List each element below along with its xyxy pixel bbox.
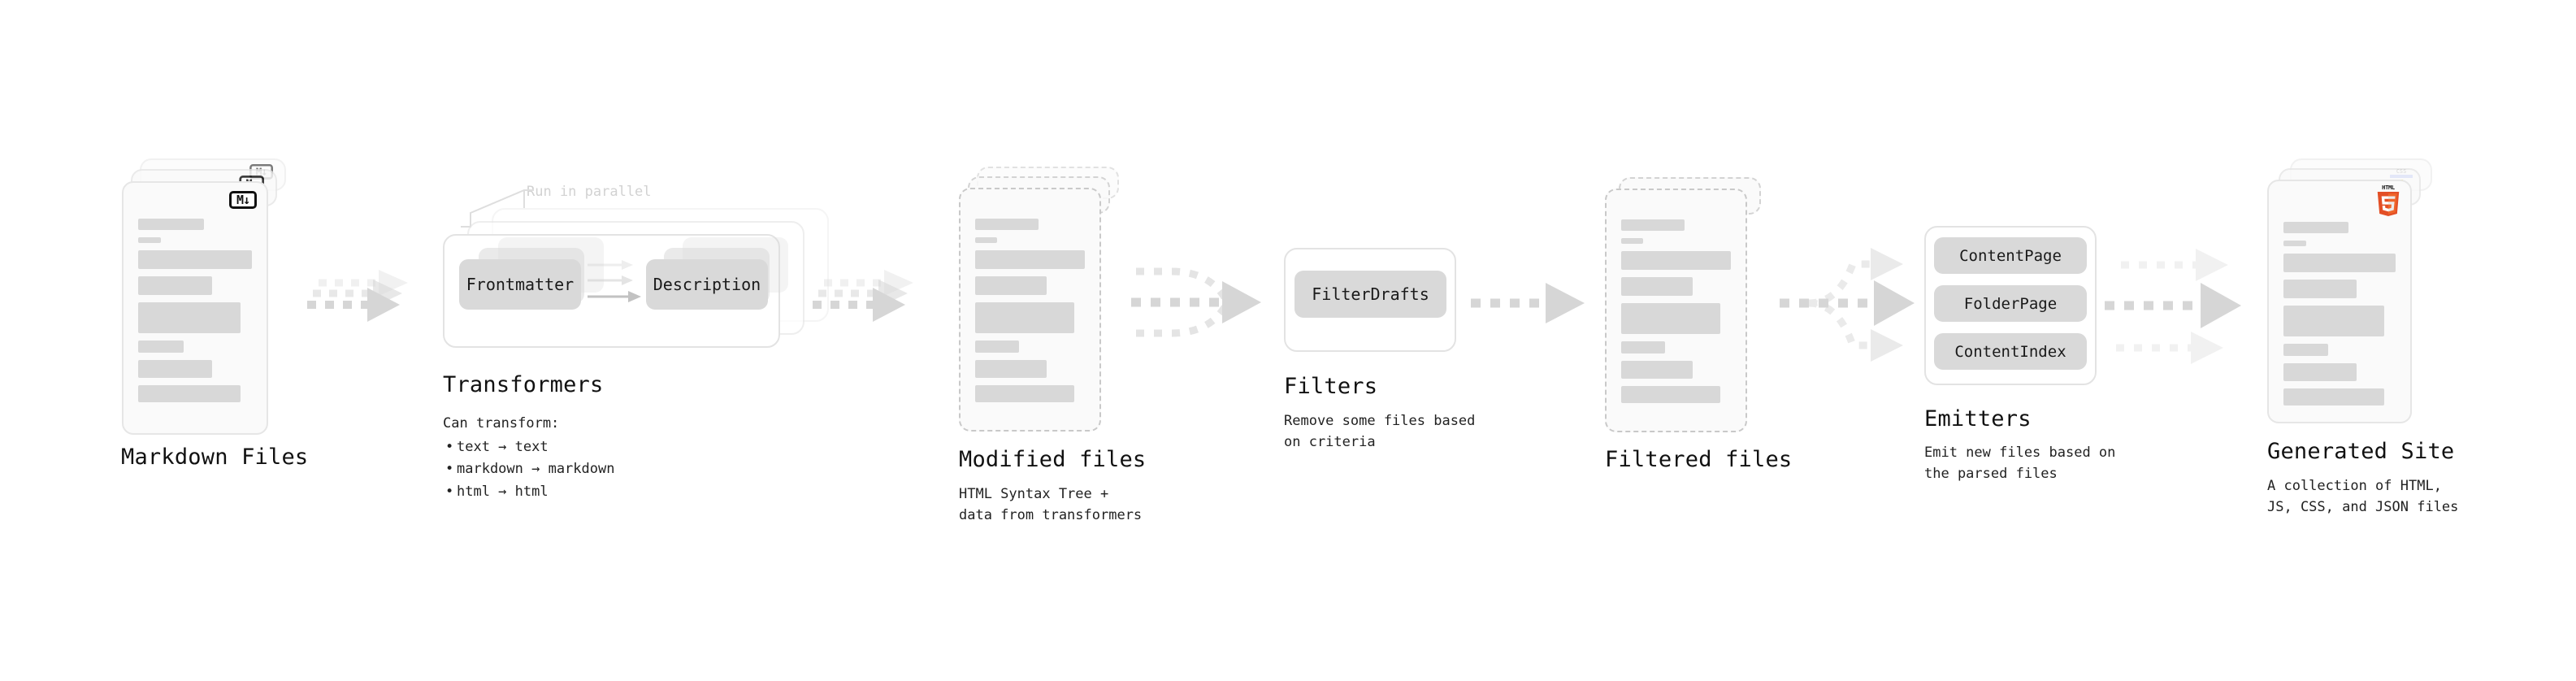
stage-title-transformers: Transformers (443, 372, 604, 397)
html5-wordmark: HTML (2382, 184, 2395, 191)
generated-doc-content (2283, 222, 2396, 413)
transformers-capability-lead: Can transform: (443, 415, 560, 432)
stage-title-markdown-files: Markdown Files (121, 445, 309, 470)
stage-emitters: ContentPage FolderPage ContentIndex Emit… (1924, 226, 2168, 486)
content-bar (2283, 388, 2385, 406)
transformer-internal-arrows (588, 260, 641, 302)
content-bar (1621, 361, 1693, 379)
html5-icon: HTML (2376, 185, 2400, 216)
modified-doc-front (959, 188, 1101, 432)
markdown-icon: M↓ (229, 191, 257, 209)
filter-chip-filterdrafts[interactable]: FilterDrafts (1295, 271, 1446, 318)
content-bar (975, 385, 1074, 402)
markdown-doc-stack: M↓ M↓ M↓ (122, 158, 309, 435)
content-bar (2283, 222, 2349, 233)
content-bar (1621, 219, 1685, 231)
markdown-doc-content (138, 219, 252, 410)
transformers-capability-list: Can transform: text → text markdown → ma… (443, 413, 614, 503)
content-bar (975, 250, 1085, 269)
emitter-chip-contentpage[interactable]: ContentPage (1934, 237, 2087, 274)
modified-doc-stack (959, 167, 1146, 435)
transformer-chip-description[interactable]: Description (646, 259, 768, 310)
content-bar (1621, 277, 1693, 296)
stage-subtitle-emitters: Emit new files based on the parsed files (1924, 445, 2116, 483)
transformer-chip-frontmatter[interactable]: Frontmatter (459, 259, 581, 310)
stage-generated-site: CSS HTML (2267, 158, 2478, 515)
content-bar (975, 237, 997, 243)
content-bar (138, 340, 184, 353)
stage-transformers: Run in parallel Frontmatter (443, 184, 865, 503)
content-bar (1621, 251, 1731, 270)
connector-transformers-to-modified (813, 270, 913, 322)
content-bar (138, 237, 161, 243)
transformers-capability-items: text → text markdown → markdown html → h… (443, 436, 615, 503)
stage-markdown-files: M↓ M↓ M↓ Markdown Files (121, 158, 309, 470)
stage-title-filtered-files: Filtered files (1605, 447, 1793, 472)
content-bar (975, 302, 1074, 333)
stage-filtered-files: Filtered files (1605, 177, 1793, 472)
generated-doc-front: HTML (2267, 180, 2412, 423)
content-bar (138, 302, 241, 333)
connector-modified-to-filters (1131, 267, 1261, 337)
list-item: markdown → markdown (445, 458, 615, 480)
parallel-leader-line (461, 189, 534, 228)
list-item: html → html (445, 481, 614, 503)
content-bar (138, 360, 212, 378)
connector-emitters-to-site (2105, 249, 2241, 364)
content-bar (138, 276, 212, 295)
content-bar (975, 360, 1047, 378)
stage-subtitle-filters: Remove some files based on criteria (1284, 413, 1476, 451)
content-bar (2283, 306, 2385, 336)
filtered-doc-front (1605, 189, 1747, 432)
connector-filters-to-filtered (1471, 283, 1585, 323)
content-bar (2283, 344, 2329, 356)
content-bar (2283, 241, 2306, 246)
content-bar (138, 250, 252, 269)
content-bar (1621, 386, 1720, 403)
generated-doc-stack: CSS HTML (2267, 158, 2478, 435)
transformers-parallel-annotation: Run in parallel (527, 184, 652, 200)
content-bar (2283, 280, 2357, 298)
content-bar (138, 219, 205, 230)
stage-subtitle-generated-site: A collection of HTML, JS, CSS, and JSON … (2267, 478, 2459, 516)
filtered-doc-stack (1605, 177, 1792, 437)
list-item: text → text (445, 436, 614, 458)
stage-title-generated-site: Generated Site (2267, 439, 2455, 464)
content-bar (2283, 254, 2396, 272)
modified-doc-content (975, 219, 1085, 410)
stage-title-modified-files: Modified files (959, 447, 1147, 472)
content-bar (1621, 303, 1720, 334)
stage-subtitle-modified-files: HTML Syntax Tree + data from transformer… (959, 486, 1143, 524)
filtered-doc-content (1621, 219, 1731, 410)
stage-modified-files: Modified files HTML Syntax Tree + data f… (959, 167, 1147, 523)
html5-shield-icon (2377, 192, 2400, 216)
content-bar (138, 385, 241, 402)
stage-title-filters: Filters (1284, 374, 1378, 399)
stage-title-emitters: Emitters (1924, 406, 2032, 432)
content-bar (1621, 341, 1665, 354)
content-bar (975, 219, 1039, 230)
markdown-doc-front: M↓ (122, 181, 268, 435)
content-bar (2283, 363, 2357, 381)
connector-md-to-transformers (307, 270, 408, 322)
content-bar (975, 276, 1047, 295)
stage-filters: FilterDrafts Filters Remove some files b… (1284, 248, 1528, 492)
content-bar (975, 340, 1019, 353)
emitter-chip-folderpage[interactable]: FolderPage (1934, 285, 2087, 322)
connector-filtered-to-emitters (1780, 248, 1915, 362)
content-bar (1621, 238, 1643, 244)
emitter-chip-contentindex[interactable]: ContentIndex (1934, 333, 2087, 370)
